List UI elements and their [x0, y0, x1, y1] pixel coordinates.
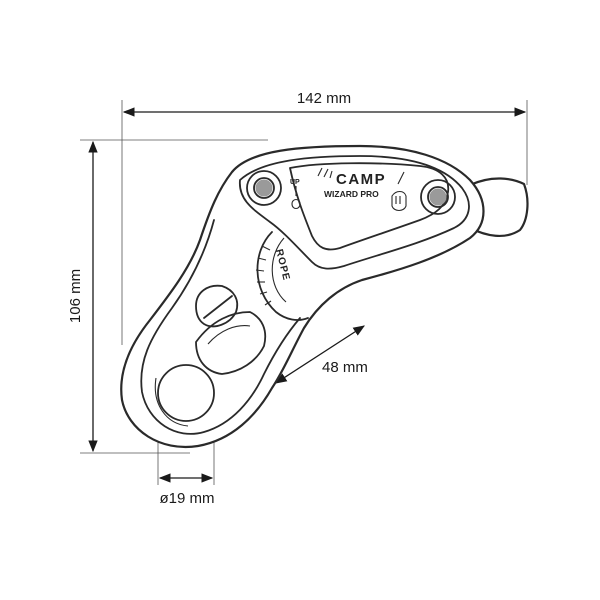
hole-diameter-label: ø19 mm: [159, 490, 214, 507]
rope-channel-label: 48 mm: [322, 359, 368, 376]
left-rivet: [246, 170, 282, 206]
dimension-lines: [88, 107, 527, 483]
lower-rim: [140, 219, 301, 435]
slot-slash: [203, 295, 233, 319]
top-plate: [239, 155, 470, 270]
hand-icon: [391, 190, 407, 212]
up-marking: UP: [290, 179, 300, 186]
rope-guide-arc: [256, 231, 309, 321]
brand-swoosh-icon: [317, 167, 333, 179]
label-divider: [397, 171, 405, 185]
up-keyhole-icon: [291, 186, 301, 210]
rope-channel-dimension-line: [275, 325, 365, 384]
attachment-hole-rim: [154, 377, 189, 427]
handle-lever: [468, 177, 529, 237]
label-panel: [289, 162, 450, 251]
model-name: WIZARD PRO: [324, 189, 379, 199]
width-label: 142 mm: [297, 90, 351, 107]
cam-block-inner: [207, 325, 251, 345]
cam-block: [195, 311, 267, 375]
slot: [195, 284, 239, 328]
attachment-hole: [157, 364, 215, 422]
rope-guide-ticks: [255, 245, 272, 306]
brand-logo: CAMP: [336, 171, 386, 188]
right-rivet: [420, 179, 456, 215]
device-body: [120, 144, 529, 449]
rope-guide-arc-inner: [271, 237, 287, 303]
height-label: 106 mm: [67, 269, 84, 323]
